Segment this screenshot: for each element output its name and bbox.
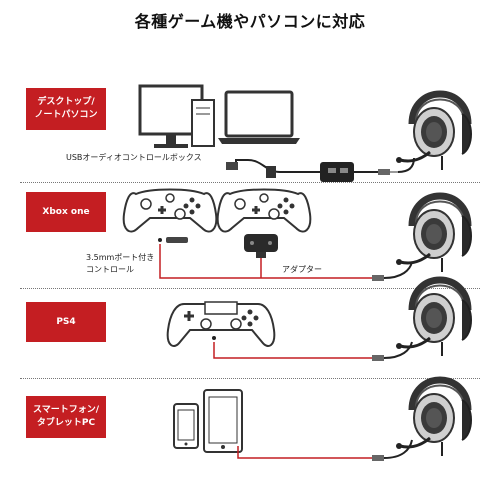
tablet-icon (203, 389, 243, 453)
page-title: 各種ゲーム機やパソコンに対応 (134, 12, 366, 31)
connection-line (159, 244, 372, 279)
section-label-ps4: PS4 (26, 302, 106, 342)
adapter-caption: アダプター (282, 265, 322, 274)
label-line: スマートフォン/ (32, 405, 100, 415)
adapter-icon (244, 234, 278, 252)
label-line: ノートパソコン (34, 110, 98, 120)
section-label-mobile: スマートフォン/タブレットPC (26, 396, 106, 438)
usb-box-caption: USBオーディオコントロールボックス (66, 153, 202, 162)
headset-icon (396, 380, 471, 456)
headset-icon (396, 280, 471, 356)
section-divider (20, 182, 480, 183)
laptop-icon (218, 90, 300, 144)
section-label-pc: デスクトップ/ノートパソコン (26, 88, 106, 130)
port-caption-line1: 3.5mmポート付き (86, 253, 155, 262)
section-divider (20, 378, 480, 379)
usb-plug-icon (226, 162, 238, 170)
section-label-xbox: Xbox one (26, 192, 106, 232)
port-icon (166, 237, 188, 243)
headset-icon (396, 196, 471, 272)
label-line: PS4 (56, 316, 76, 327)
ps4-controller-icon (166, 301, 276, 347)
headset-icon (396, 94, 471, 170)
section-divider (20, 288, 480, 289)
port-caption-line2: コントロール (86, 265, 134, 274)
connection-line (237, 446, 372, 459)
label-line: デスクトップ/ (37, 97, 95, 107)
label-line: Xbox one (42, 206, 90, 217)
control-box-icon (320, 162, 354, 182)
label-line: タブレットPC (36, 418, 96, 428)
xbox-controller-icon (122, 188, 218, 234)
connection-line (213, 342, 372, 359)
xbox-controller-icon (216, 188, 312, 234)
smartphone-icon (173, 403, 199, 449)
monitor-icon (138, 84, 215, 148)
